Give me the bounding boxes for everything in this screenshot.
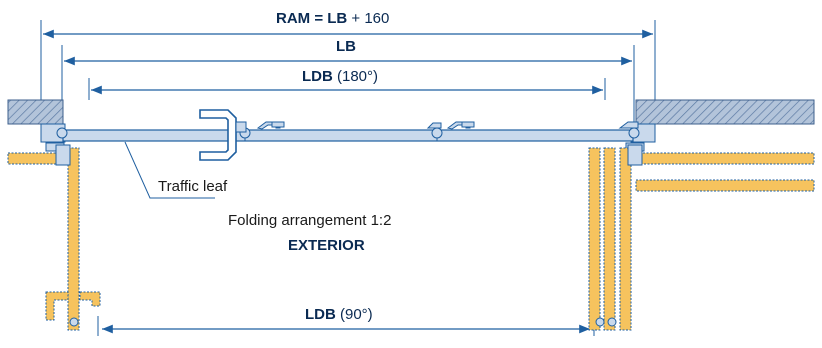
wall-left xyxy=(7,99,64,125)
traffic-leaf-label: Traffic leaf xyxy=(158,178,228,195)
left-leaf-stack xyxy=(7,144,101,331)
dimension-label-ldb-180: LDB (180°) xyxy=(302,68,379,85)
exterior-label: EXTERIOR xyxy=(288,237,365,254)
door-handle xyxy=(199,109,237,161)
right-leaf-stack xyxy=(588,144,815,331)
traffic-leaf-leader xyxy=(124,141,215,199)
folding-arrangement-label: Folding arrangement 1:2 xyxy=(228,212,392,229)
wall-right xyxy=(635,99,815,125)
dimension-label-ram: RAM = LB + 160 xyxy=(276,10,390,27)
closed-leaf-run xyxy=(62,129,634,142)
dimension-label-ldb-90: LDB (90°) xyxy=(305,306,373,323)
handle-escutcheon xyxy=(235,121,247,133)
dimension-label-lb: LB xyxy=(336,38,356,55)
